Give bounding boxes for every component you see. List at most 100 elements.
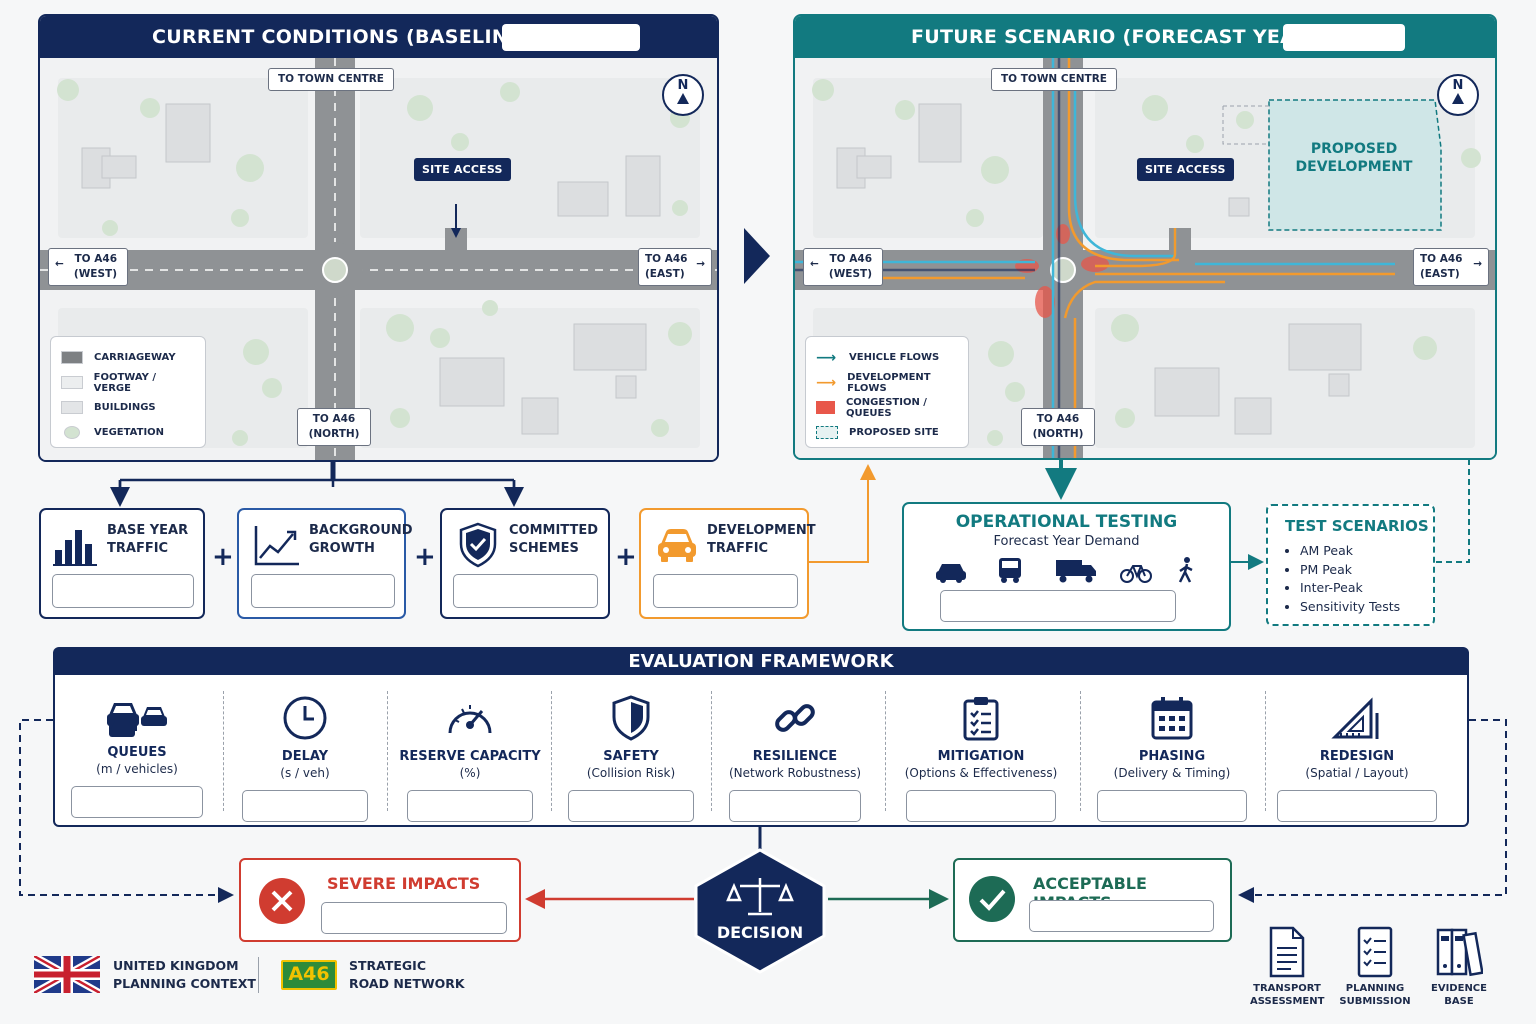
operational-value-field[interactable]	[940, 590, 1176, 622]
future-label-west: ← TO A46 (WEST)	[803, 248, 883, 286]
uk-flag-icon	[34, 956, 100, 993]
legend-proposed-site: PROPOSED SITE	[816, 420, 958, 445]
baseline-label-west: ← TO A46 (WEST)	[48, 248, 128, 286]
arrow-right-icon: →	[1473, 258, 1482, 270]
severe-value-field[interactable]	[321, 902, 507, 934]
baseline-header: CURRENT CONDITIONS (BASELINE)	[40, 16, 717, 58]
compass-letter: N	[677, 78, 689, 93]
criterion-sub: (Collision Risk)	[586, 766, 676, 780]
future-title-field[interactable]	[1283, 24, 1405, 51]
criterion-redesign: REDESIGN (Spatial / Layout)	[1277, 695, 1437, 822]
criterion-value-field[interactable]	[1277, 790, 1437, 822]
dev-line2: DEVELOPMENT	[1295, 159, 1413, 175]
criterion-reserve-capacity: RESERVE CAPACITY (%)	[399, 695, 541, 822]
south-line2: (NORTH)	[1032, 428, 1084, 440]
arrow-orange-icon: ⟶	[816, 374, 837, 391]
west-line2: (WEST)	[828, 268, 872, 280]
future-map-drawing	[795, 58, 1495, 458]
evaluation-body: QUEUES (m / vehicles) DELAY (s / veh) RE…	[53, 675, 1469, 827]
car-icon	[936, 564, 966, 583]
baseline-title-field[interactable]	[502, 24, 640, 51]
criterion-name: SAFETY	[603, 749, 659, 764]
decision-label: DECISION	[716, 923, 804, 942]
road-badge: A46	[281, 960, 337, 990]
criterion-queues: QUEUES (m / vehicles)	[69, 695, 205, 818]
criterion-name: PHASING	[1138, 749, 1206, 764]
baseline-label-town-centre: TO TOWN CENTRE	[268, 68, 394, 91]
input-value-field[interactable]	[52, 574, 194, 608]
binders-icon	[1436, 928, 1484, 977]
criterion-value-field[interactable]	[729, 790, 861, 822]
shield-icon	[612, 695, 650, 741]
plus-sign: +	[414, 542, 436, 572]
input-value-field[interactable]	[653, 574, 798, 608]
criterion-name: DELAY	[281, 749, 329, 764]
cross-circle-icon	[259, 878, 305, 924]
acceptable-value-field[interactable]	[1029, 900, 1214, 932]
future-label-south: TO A46 (NORTH)	[1021, 408, 1095, 446]
criterion-sub: (Delivery & Timing)	[1113, 766, 1231, 780]
baseline-site-access-tag: SITE ACCESS	[414, 158, 511, 181]
set-square-icon	[1331, 697, 1379, 739]
criterion-value-field[interactable]	[407, 790, 533, 822]
footer-divider	[258, 957, 259, 993]
compass-letter: N	[1452, 78, 1464, 93]
legend-carriageway: CARRIAGEWAY	[61, 345, 195, 370]
car-icon	[658, 529, 696, 562]
baseline-title: CURRENT CONDITIONS (BASELINE)	[152, 26, 531, 48]
proposed-development-label: PROPOSED DEVELOPMENT	[1269, 140, 1439, 176]
scenario-item: AM Peak	[1300, 542, 1400, 561]
shield-check-icon	[459, 522, 497, 568]
criterion-sub: (m / vehicles)	[96, 762, 178, 776]
criterion-value-field[interactable]	[1097, 790, 1247, 822]
operational-title: OPERATIONAL TESTING	[955, 512, 1178, 532]
south-line1: TO A46	[312, 413, 356, 425]
scenarios-title: TEST SCENARIOS	[1285, 517, 1429, 535]
input-value-field[interactable]	[453, 574, 598, 608]
future-title: FUTURE SCENARIO (FORECAST YEAR)	[911, 26, 1320, 48]
clipboard-icon	[963, 697, 999, 741]
arrow-left-icon: ←	[810, 258, 819, 270]
scenario-item: Sensitivity Tests	[1300, 598, 1400, 617]
future-panel: FUTURE SCENARIO (FORECAST YEAR)	[793, 14, 1497, 460]
criterion-value-field[interactable]	[242, 790, 368, 822]
east-line1: TO A46	[645, 253, 688, 265]
scenario-item: Inter-Peak	[1300, 579, 1400, 598]
severe-impacts-box: SEVERE IMPACTS	[239, 858, 521, 942]
future-map: TO TOWN CENTRE SITE ACCESS PROPOSED DEVE…	[795, 58, 1495, 458]
east-line2: (EAST)	[645, 268, 685, 280]
south-line1: TO A46	[1036, 413, 1080, 425]
truck-icon	[1056, 560, 1096, 583]
pedestrian-icon	[1178, 557, 1193, 583]
criterion-name: RESERVE CAPACITY	[399, 749, 541, 764]
scales-icon	[726, 878, 794, 916]
input-value-field[interactable]	[251, 574, 395, 608]
severe-title: SEVERE IMPACTS	[327, 874, 481, 893]
criterion-value-field[interactable]	[71, 786, 203, 818]
east-line2: (EAST)	[1420, 268, 1460, 280]
test-scenarios-box: TEST SCENARIOS AM Peak PM Peak Inter-Pea…	[1266, 504, 1435, 626]
legend-footway: FOOTWAY / VERGE	[61, 370, 195, 395]
document-icon	[1269, 926, 1305, 978]
criterion-value-field[interactable]	[906, 790, 1056, 822]
decision-node	[694, 848, 826, 974]
east-line1: TO A46	[1420, 253, 1463, 265]
criterion-name: MITIGATION	[937, 749, 1025, 764]
legend-development-flows: ⟶DEVELOPMENT FLOWS	[816, 371, 931, 394]
arrow-left-icon: ←	[55, 258, 64, 270]
checklist-doc-icon	[1357, 926, 1393, 978]
future-header: FUTURE SCENARIO (FORECAST YEAR)	[795, 16, 1495, 58]
growth-chart-icon	[254, 526, 299, 566]
criterion-sub: (Options & Effectiveness)	[904, 766, 1058, 780]
plus-sign: +	[615, 542, 637, 572]
criterion-value-field[interactable]	[568, 790, 694, 822]
